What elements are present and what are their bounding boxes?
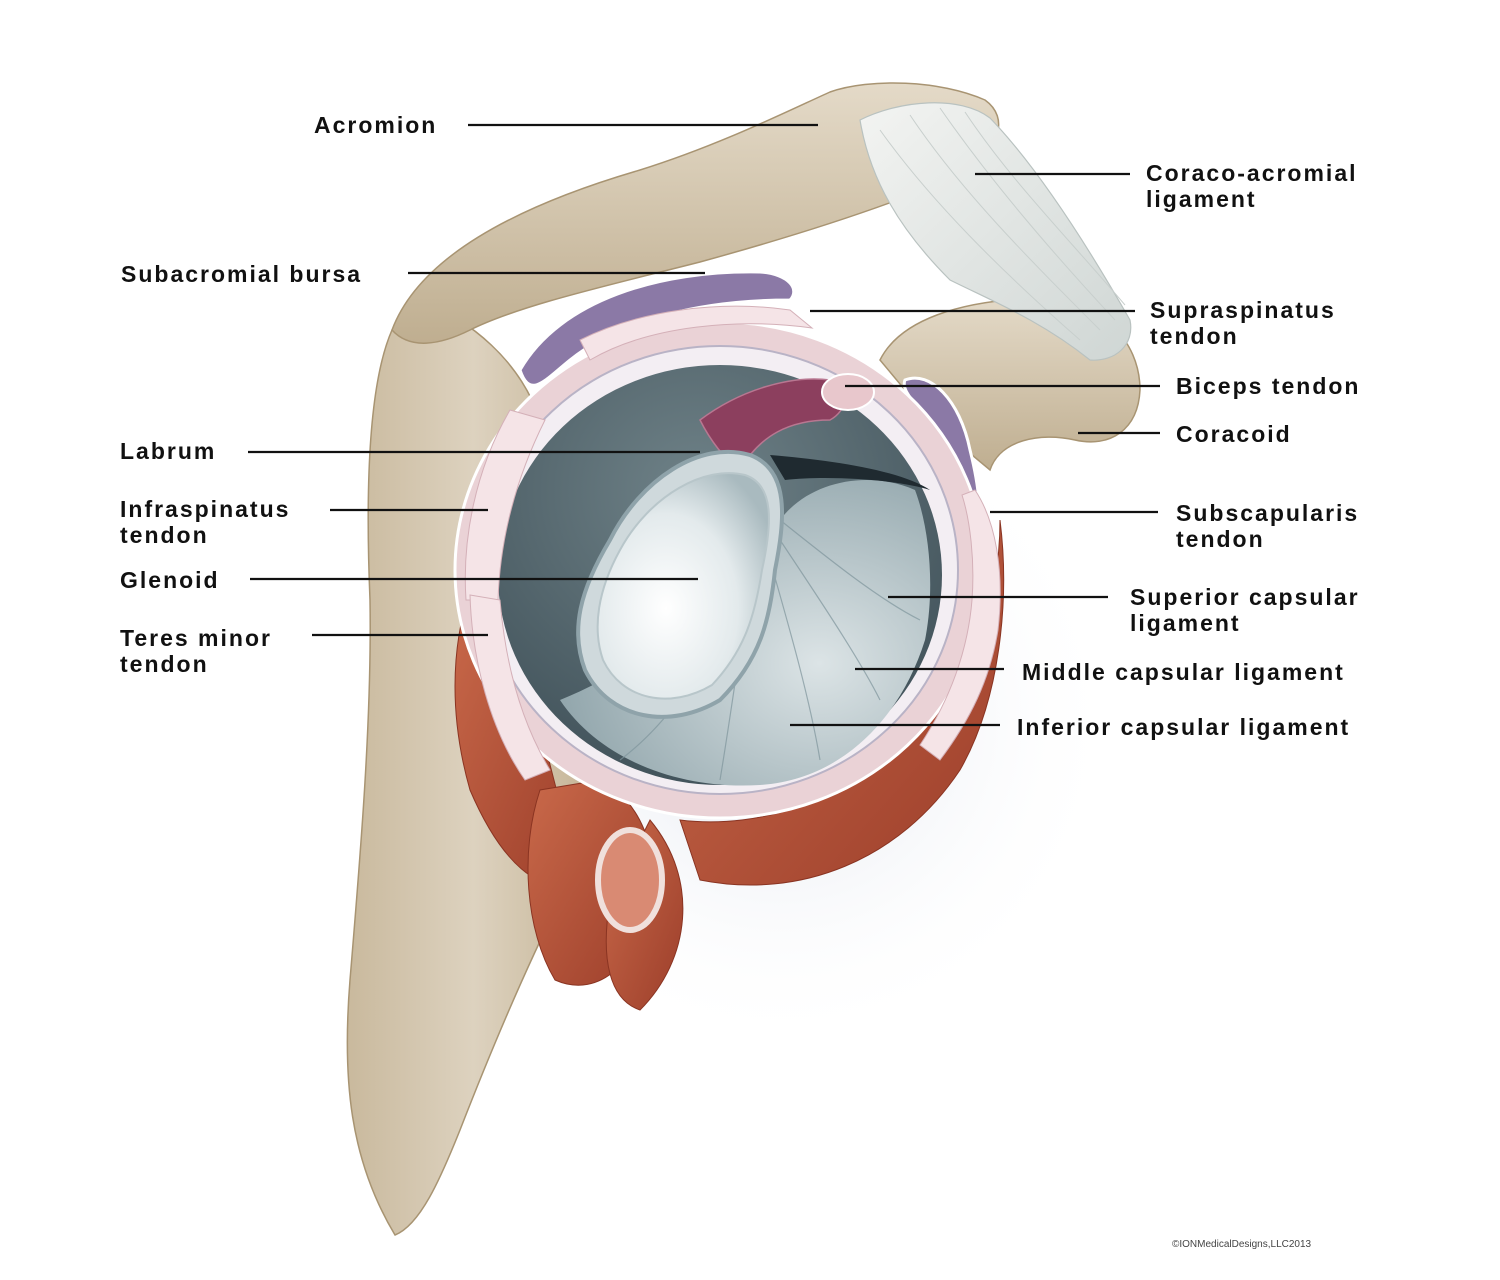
- label-inferior-capsular-ligament: Inferior capsular ligament: [1017, 714, 1351, 740]
- label-middle-capsular-ligament: Middle capsular ligament: [1022, 659, 1345, 685]
- capsular-recess: [770, 455, 930, 490]
- label-acromion: Acromion: [314, 112, 438, 138]
- label-glenoid: Glenoid: [120, 567, 220, 593]
- biceps-long-head-section: [595, 827, 665, 933]
- label-biceps-tendon: Biceps tendon: [1176, 373, 1361, 399]
- label-subacromial-bursa: Subacromial bursa: [121, 261, 363, 287]
- tendon-segments: [464, 305, 1001, 781]
- subacromial-bursa-shape: [518, 270, 796, 387]
- biceps-tendon-section: [821, 373, 875, 411]
- leader-lines: [248, 123, 1160, 727]
- acromion-bone: [391, 82, 1000, 344]
- label-coracoid: Coracoid: [1176, 421, 1292, 447]
- coraco-acromial-ligament-shape: [859, 102, 1132, 361]
- copyright-notice: ©IONMedicalDesigns,LLC2013: [1172, 1239, 1312, 1250]
- ligament-fibers: [879, 107, 1126, 341]
- glenoid-shape: [596, 472, 770, 700]
- label-labrum: Labrum: [120, 438, 217, 464]
